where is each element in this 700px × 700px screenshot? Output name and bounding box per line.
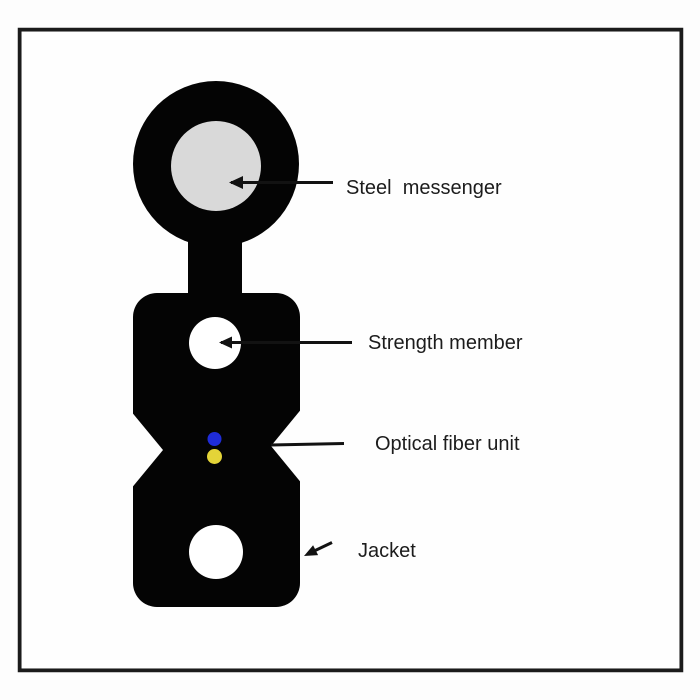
jacket-label: Jacket xyxy=(358,540,416,562)
jacket-hole xyxy=(189,525,243,579)
steel-messenger-label: Steel messenger xyxy=(346,177,502,199)
steel-messenger-wire xyxy=(171,121,261,211)
steel-messenger-arrow-icon xyxy=(229,176,243,189)
frame-interior xyxy=(21,31,680,669)
left-notch xyxy=(130,410,163,490)
jacket-arrow-icon xyxy=(304,545,319,556)
optical-fiber-unit-label: Optical fiber unit xyxy=(375,433,520,455)
optical-fiber-pointer-line xyxy=(270,442,345,447)
fiber-yellow-dot xyxy=(207,449,222,464)
annotations: Steel messenger Strength member Optical … xyxy=(219,176,523,562)
strength-member-label: Strength member xyxy=(368,332,523,354)
strength-member-hole xyxy=(189,317,241,369)
cable-cross-section xyxy=(130,81,303,607)
fiber-blue-dot xyxy=(207,432,222,446)
strength-member-arrow-icon xyxy=(219,336,232,349)
